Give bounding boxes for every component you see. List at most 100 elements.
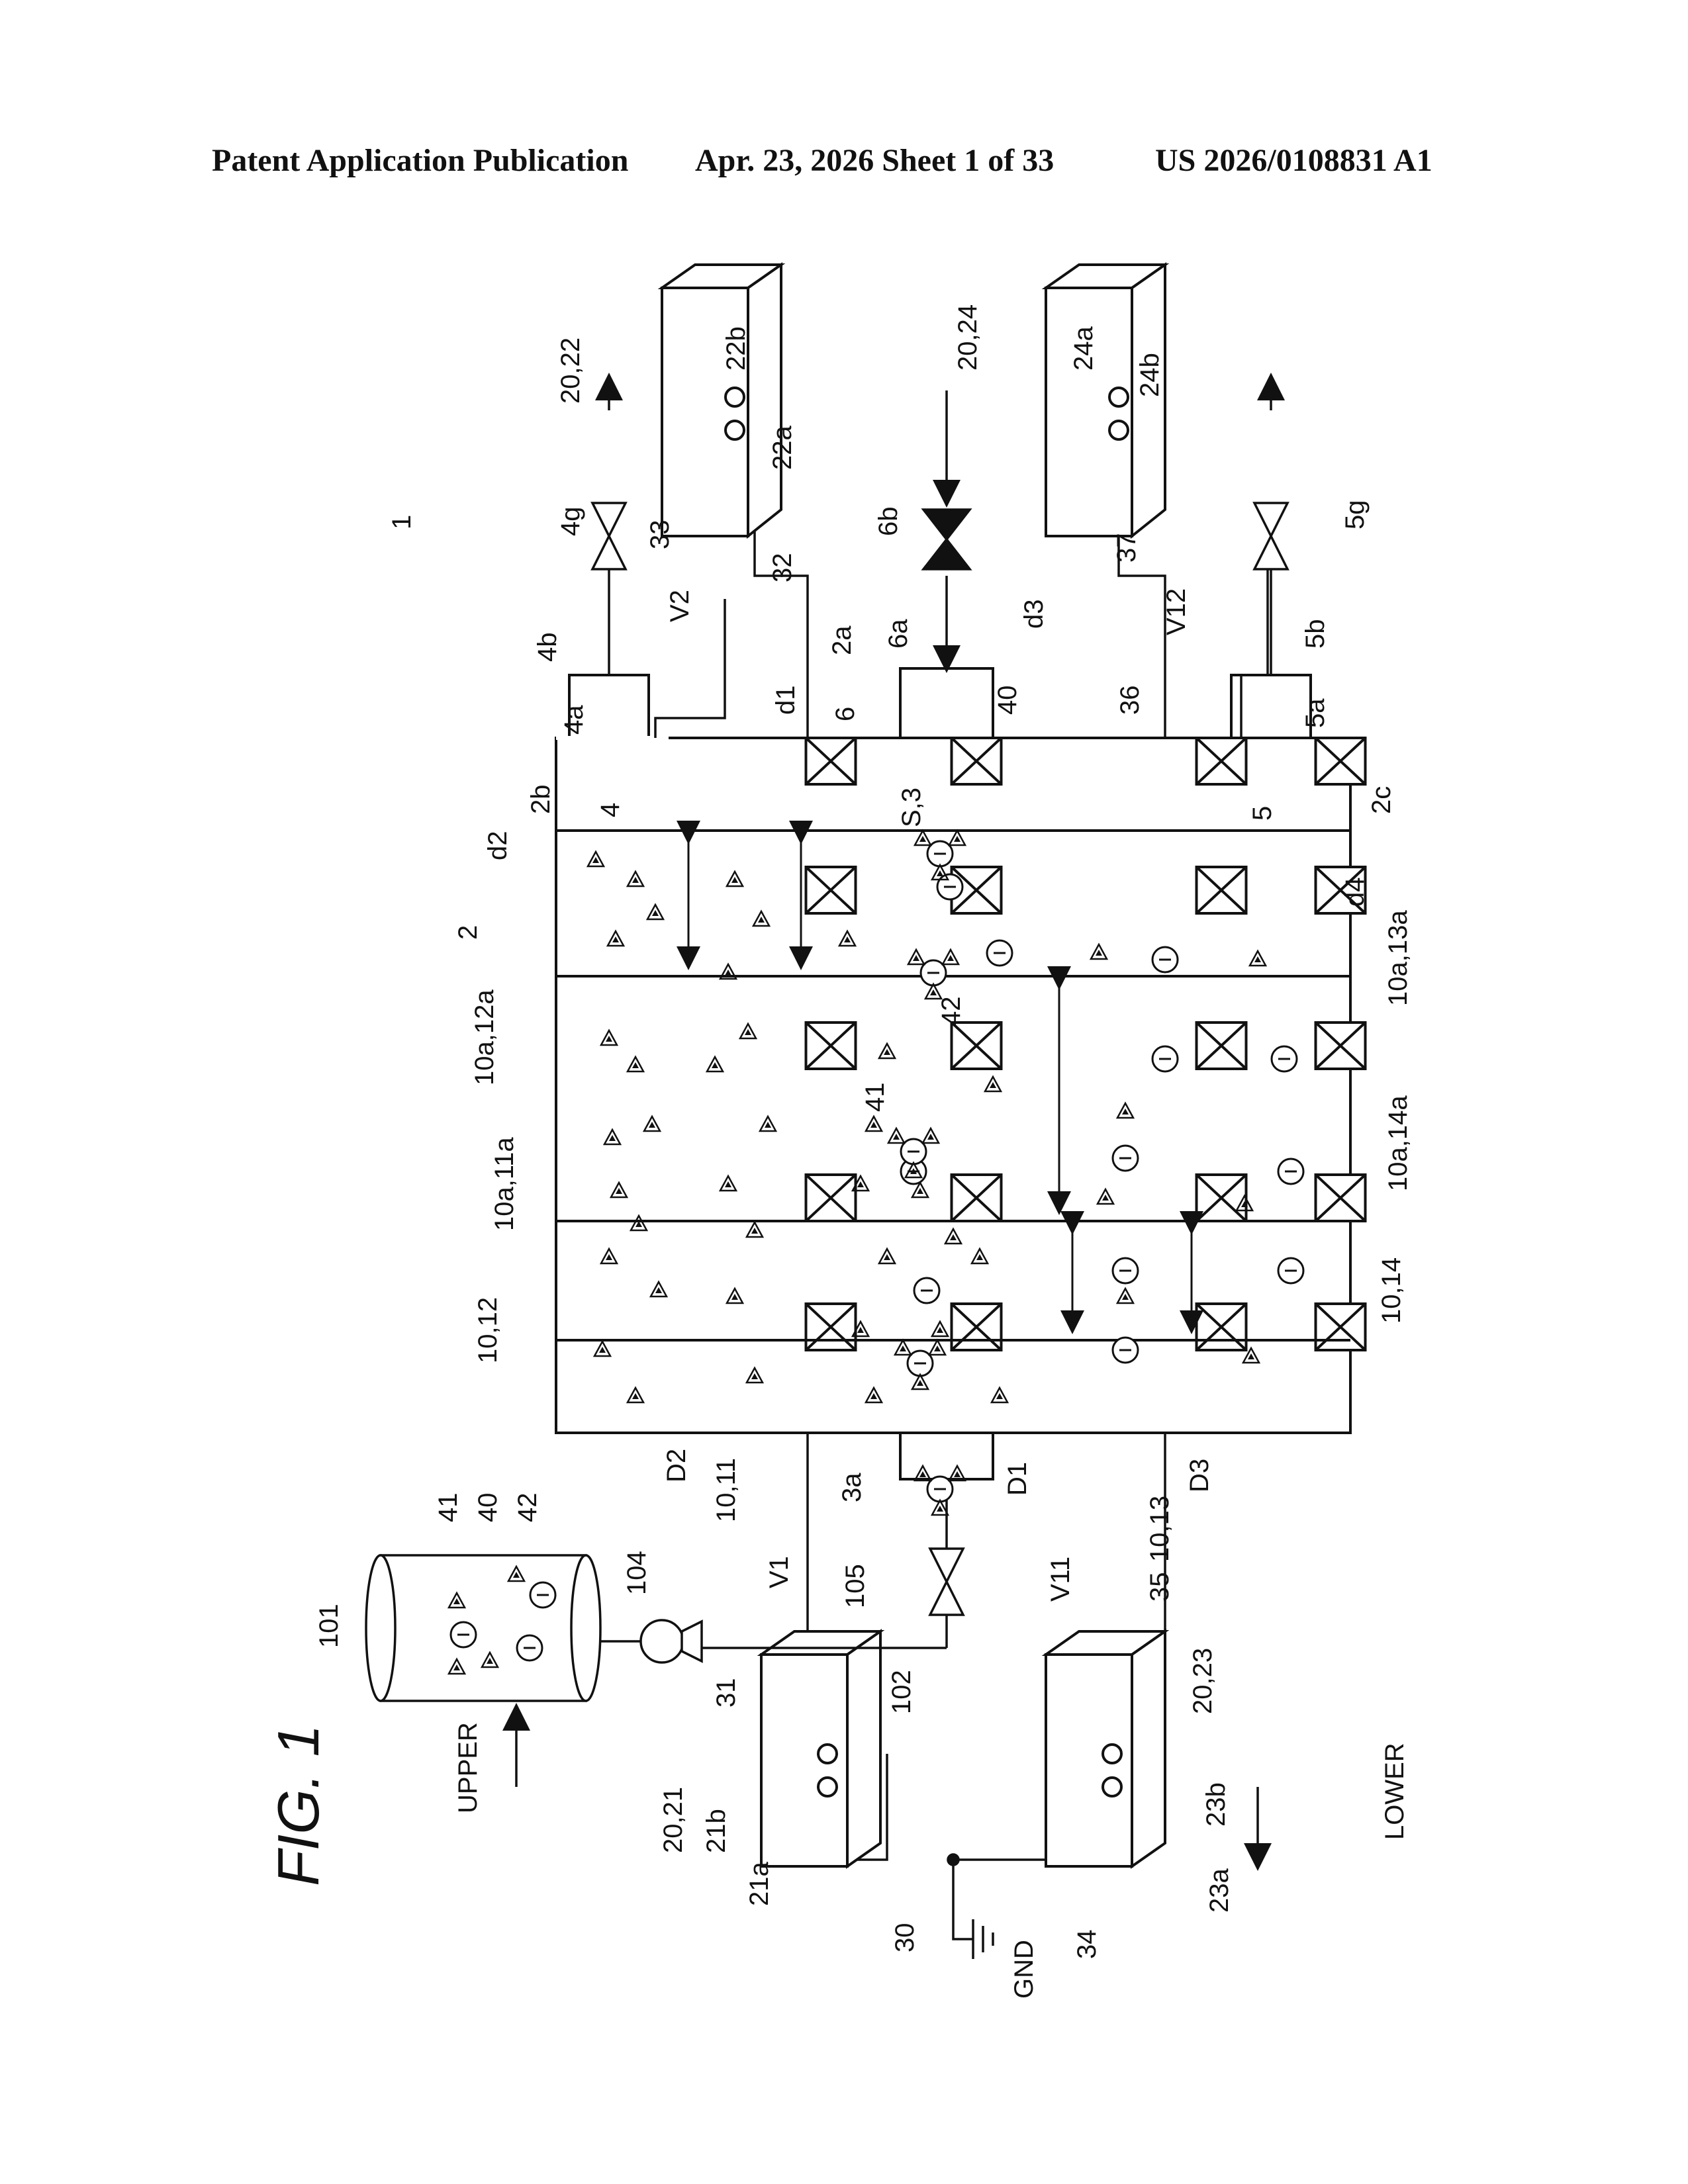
coil-element (952, 1304, 1002, 1350)
particle-42 (1278, 1258, 1303, 1283)
label-24b: 24b (1135, 353, 1164, 397)
label-36: 36 (1115, 686, 1145, 715)
particle-41 (628, 1388, 643, 1402)
particle-41 (707, 1057, 723, 1071)
particle-41 (839, 931, 855, 946)
particles (449, 831, 1303, 1674)
particle-42 (1113, 1338, 1138, 1363)
particle-41 (628, 872, 643, 886)
particle-42 (1272, 1046, 1297, 1071)
coil-element (952, 1023, 1002, 1069)
label-10a-13a: 10a,13a (1383, 910, 1413, 1006)
label-10-13: 10,13 (1145, 1496, 1174, 1562)
particle-41 (1250, 951, 1266, 966)
label-d2-cap: D2 (662, 1449, 691, 1482)
particle-41 (608, 931, 624, 946)
label-v2: V2 (665, 590, 694, 622)
valve-5g (1254, 503, 1288, 569)
label-gnd: GND (1009, 1940, 1039, 1999)
label-22a: 22a (768, 426, 797, 470)
particle-42 (1152, 1046, 1178, 1071)
valve-4g (592, 503, 626, 569)
particle-41 (651, 1282, 667, 1297)
label-35: 35 (1145, 1572, 1174, 1602)
particle-41 (594, 1342, 610, 1356)
particle-41 (753, 911, 769, 926)
particle-41 (611, 1183, 627, 1197)
valve-6b (923, 510, 970, 569)
label-d1: d1 (771, 686, 800, 715)
label-d3-cap: D3 (1185, 1459, 1214, 1492)
label-10a-11a: 10a,11a (490, 1137, 519, 1231)
label-31: 31 (712, 1678, 741, 1708)
particle-42 (1152, 947, 1178, 972)
coil-element (1197, 1175, 1246, 1221)
particle-41 (972, 1249, 988, 1263)
label-d2: d2 (483, 831, 512, 861)
coil-element (1316, 1175, 1366, 1221)
particle-41 (866, 1388, 882, 1402)
particle-42 (1113, 1258, 1138, 1283)
coil-element (1316, 1304, 1366, 1350)
label-101: 101 (314, 1604, 344, 1648)
particle-41 (644, 1116, 660, 1131)
particle-41 (1117, 1103, 1133, 1118)
particle-41 (945, 1229, 961, 1244)
label-5g: 5g (1340, 500, 1370, 530)
coil-element (806, 1304, 856, 1350)
label-102: 102 (887, 1670, 916, 1714)
pump-104 (589, 1620, 702, 1662)
label-v1: V1 (765, 1556, 794, 1588)
label-34: 34 (1072, 1930, 1102, 1960)
ground (948, 1854, 993, 1959)
particle-42 (530, 1582, 555, 1608)
particle-41 (631, 1216, 647, 1230)
particle-42 (451, 1622, 476, 1647)
particle-41 (747, 1222, 763, 1237)
particle-41 (1098, 1189, 1113, 1204)
coil-element (806, 867, 856, 913)
particle-41 (720, 1176, 736, 1191)
coil-element (1197, 738, 1246, 784)
coil-element (806, 738, 856, 784)
label-10-12: 10,12 (473, 1297, 502, 1363)
coil-element (806, 1023, 856, 1069)
particle-cluster (908, 950, 959, 999)
label-5b: 5b (1301, 619, 1330, 649)
particle-41 (932, 1322, 948, 1336)
label-2: 2 (453, 925, 483, 940)
label-42: 42 (937, 997, 966, 1026)
label-s3: S,3 (897, 788, 926, 827)
label-20-23: 20,23 (1188, 1648, 1217, 1714)
particle-41 (628, 1057, 643, 1071)
label-21b: 21b (702, 1809, 731, 1853)
particle-41 (747, 1368, 763, 1383)
particle-41 (727, 872, 743, 886)
particle-41 (992, 1388, 1008, 1402)
label-10a-14a: 10a,14a (1383, 1095, 1413, 1191)
label-37: 37 (1112, 533, 1141, 563)
label-2a: 2a (827, 625, 857, 655)
particle-42 (937, 874, 962, 899)
label-104: 104 (622, 1551, 651, 1595)
label-22b: 22b (722, 326, 751, 371)
label-lower: LOWER (1380, 1743, 1409, 1840)
label-10-14: 10,14 (1377, 1257, 1406, 1324)
particle-41 (866, 1116, 882, 1131)
coil-element (1316, 738, 1366, 784)
label-v12: V12 (1162, 588, 1191, 635)
label-21a: 21a (745, 1862, 774, 1906)
label-40-top: 40 (993, 686, 1022, 715)
label-6b: 6b (874, 507, 903, 537)
label-42-tank: 42 (513, 1493, 542, 1523)
label-32: 32 (768, 553, 797, 583)
coil-element (1197, 867, 1246, 913)
label-33: 33 (645, 520, 675, 550)
label-d1-cap: D1 (1003, 1462, 1032, 1496)
label-30: 30 (890, 1923, 919, 1953)
valve-105 (930, 1549, 963, 1615)
label-4g: 4g (556, 507, 585, 537)
coil-element (952, 738, 1002, 784)
label-23a: 23a (1205, 1868, 1234, 1913)
